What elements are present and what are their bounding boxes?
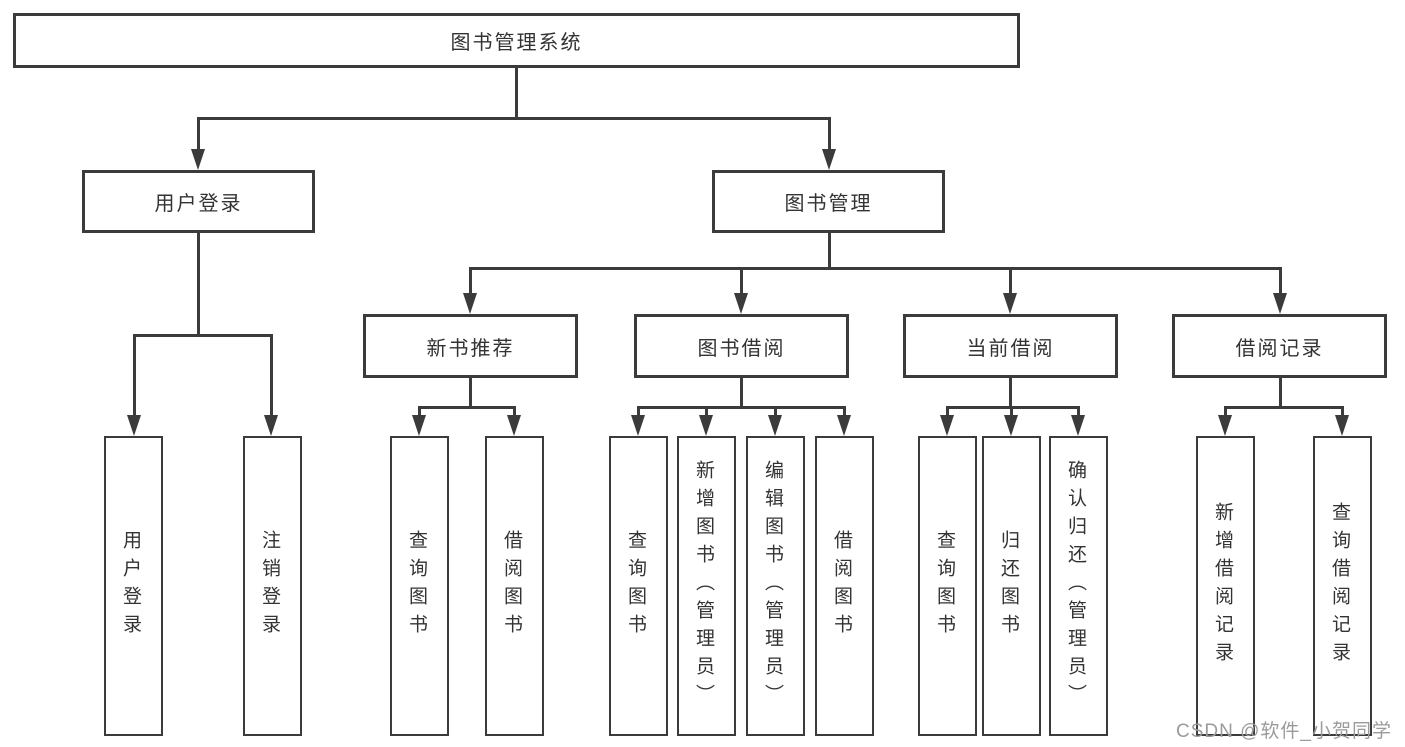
connector-line xyxy=(270,334,273,417)
node-book-management-label: 图书管理 xyxy=(784,193,873,215)
leaf-nb-borrow-books: 借阅图书 xyxy=(485,436,544,736)
connector-line xyxy=(774,406,777,417)
node-new-book-recommend: 新书推荐 xyxy=(363,314,578,378)
leaf-bb-add-books-admin: 新增图书（管理员） xyxy=(677,436,736,736)
connector-line xyxy=(513,406,516,417)
connector-line xyxy=(1009,378,1012,409)
connector-arrow xyxy=(822,149,836,170)
node-user-login-label: 用户登录 xyxy=(154,193,243,215)
leaf-cb-return-books: 归还图书 xyxy=(982,436,1041,736)
connector-line xyxy=(515,68,518,120)
leaf-cb-return-books-label: 归还图书 xyxy=(998,530,1019,642)
connector-arrow xyxy=(699,415,713,436)
connector-line xyxy=(1224,406,1227,417)
connector-line xyxy=(1279,378,1282,409)
connector-arrow xyxy=(127,415,141,436)
leaf-bb-add-books-admin-label: 新增图书（管理员） xyxy=(693,460,714,712)
connector-line xyxy=(197,117,200,153)
connector-line xyxy=(1077,406,1080,417)
connector-line xyxy=(1010,406,1013,417)
leaf-bb-query-books-label: 查询图书 xyxy=(625,530,646,642)
connector-arrow xyxy=(768,415,782,436)
node-book-borrowing: 图书借阅 xyxy=(634,314,849,378)
connector-line xyxy=(469,267,1282,270)
leaf-bb-borrow-books: 借阅图书 xyxy=(815,436,874,736)
leaf-bb-borrow-books-label: 借阅图书 xyxy=(831,530,852,642)
leaf-br-query-record: 查询借阅记录 xyxy=(1313,436,1372,736)
node-user-login: 用户登录 xyxy=(82,170,315,233)
node-root-label: 图书管理系统 xyxy=(450,32,583,54)
connector-arrow xyxy=(734,293,748,314)
connector-line xyxy=(1279,267,1282,296)
leaf-cb-query-books-label: 查询图书 xyxy=(934,530,955,642)
node-current-borrowing-label: 当前借阅 xyxy=(966,337,1055,360)
connector-arrow xyxy=(1335,415,1349,436)
connector-arrow xyxy=(507,415,521,436)
connector-arrow xyxy=(463,293,477,314)
connector-line xyxy=(1224,406,1344,409)
connector-arrow xyxy=(1071,415,1085,436)
connector-line xyxy=(1009,267,1012,296)
leaf-nb-query-books-label: 查询图书 xyxy=(406,530,427,642)
node-root: 图书管理系统 xyxy=(13,13,1020,68)
leaf-user-login-label: 用户登录 xyxy=(120,530,141,642)
connector-arrow xyxy=(412,415,426,436)
connector-line xyxy=(197,117,830,120)
leaf-bb-edit-books-admin-label: 编辑图书（管理员） xyxy=(762,460,783,712)
connector-arrow xyxy=(631,415,645,436)
connector-arrow xyxy=(1218,415,1232,436)
leaf-br-add-record-label: 新增借阅记录 xyxy=(1212,502,1233,670)
node-borrowing-records-label: 借阅记录 xyxy=(1235,337,1324,360)
leaf-nb-query-books: 查询图书 xyxy=(390,436,449,736)
connector-arrow xyxy=(940,415,954,436)
node-book-borrowing-label: 图书借阅 xyxy=(697,337,786,360)
leaf-user-login: 用户登录 xyxy=(104,436,163,736)
connector-arrow xyxy=(264,415,278,436)
connector-line xyxy=(828,233,831,269)
connector-line xyxy=(469,378,472,409)
leaf-cb-confirm-return-admin-label: 确认归还（管理员） xyxy=(1065,460,1086,712)
connector-line xyxy=(843,406,846,417)
connector-line xyxy=(946,406,949,417)
connector-line xyxy=(133,334,273,337)
connector-line xyxy=(637,406,640,417)
connector-line xyxy=(418,406,421,417)
leaf-bb-query-books: 查询图书 xyxy=(609,436,668,736)
leaf-logout-label: 注销登录 xyxy=(259,530,280,642)
connector-arrow xyxy=(837,415,851,436)
connector-arrow xyxy=(1004,415,1018,436)
connector-line xyxy=(946,406,1080,409)
node-borrowing-records: 借阅记录 xyxy=(1172,314,1387,378)
connector-arrow xyxy=(1273,293,1287,314)
node-current-borrowing: 当前借阅 xyxy=(903,314,1118,378)
connector-line xyxy=(828,117,831,153)
connector-arrow xyxy=(191,149,205,170)
leaf-bb-edit-books-admin: 编辑图书（管理员） xyxy=(746,436,805,736)
connector-line xyxy=(133,334,136,417)
connector-line xyxy=(469,267,472,296)
connector-line xyxy=(418,406,516,409)
leaf-br-add-record: 新增借阅记录 xyxy=(1196,436,1255,736)
leaf-br-query-record-label: 查询借阅记录 xyxy=(1329,502,1350,670)
connector-line xyxy=(197,233,200,336)
node-book-management: 图书管理 xyxy=(712,170,945,233)
csdn-watermark: CSDN @软件_小贺同学 xyxy=(1176,721,1392,742)
connector-line xyxy=(740,267,743,296)
leaf-cb-confirm-return-admin: 确认归还（管理员） xyxy=(1049,436,1108,736)
connector-line xyxy=(740,378,743,409)
leaf-nb-borrow-books-label: 借阅图书 xyxy=(501,530,522,642)
connector-line xyxy=(637,406,846,409)
connector-line xyxy=(1341,406,1344,417)
leaf-cb-query-books: 查询图书 xyxy=(918,436,977,736)
leaf-logout: 注销登录 xyxy=(243,436,302,736)
node-new-book-recommend-label: 新书推荐 xyxy=(426,337,515,360)
connector-line xyxy=(705,406,708,417)
connector-arrow xyxy=(1003,293,1017,314)
